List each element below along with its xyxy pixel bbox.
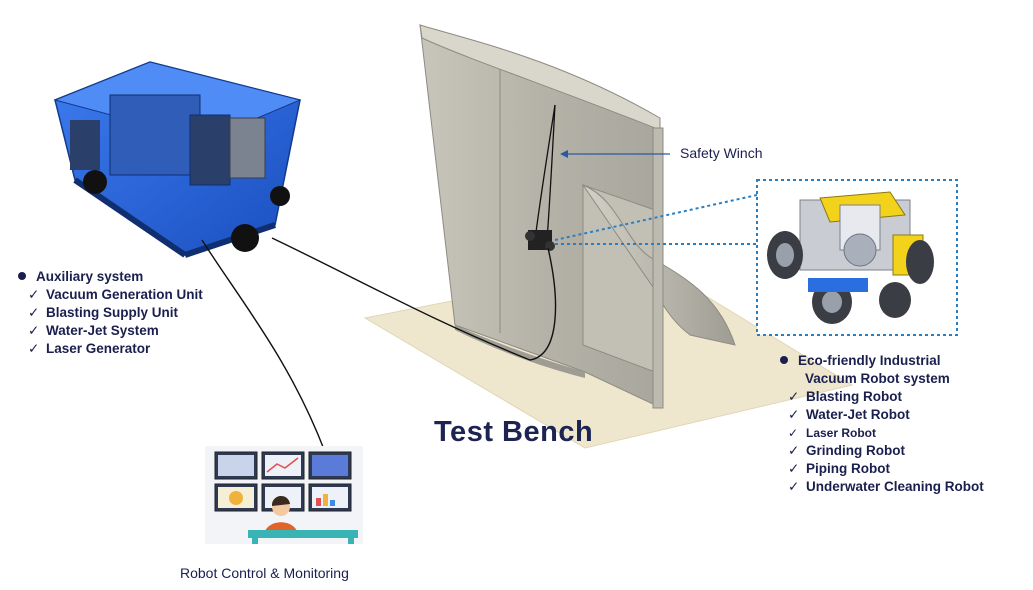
check-icon: ✓	[788, 461, 800, 476]
auxiliary-heading: Auxiliary system	[18, 268, 203, 286]
check-icon: ✓	[28, 323, 40, 338]
wall-robot	[525, 230, 555, 251]
check-icon: ✓	[28, 287, 40, 302]
list-item: ✓Underwater Cleaning Robot	[788, 479, 984, 494]
list-item: ✓Piping Robot	[788, 461, 890, 476]
list-item: ✓Water-Jet Robot	[788, 407, 910, 422]
callout-line-top	[554, 194, 758, 241]
vacuum-robot-image	[767, 191, 934, 324]
auxiliary-system-list: Auxiliary system ✓Vacuum Generation Unit…	[18, 268, 203, 358]
list-item: ✓Blasting Supply Unit	[28, 305, 179, 320]
check-icon: ✓	[788, 479, 800, 494]
cable-machine-to-bench	[271, 237, 557, 361]
auxiliary-system-machine	[53, 61, 302, 258]
check-icon: ✓	[788, 443, 800, 458]
cable-machine-to-control	[201, 239, 326, 453]
check-icon: ✓	[28, 341, 40, 356]
control-station-image	[205, 446, 363, 544]
bullet-icon	[780, 356, 788, 365]
robot-system-list: Eco-friendly Industrial Vacuum Robot sys…	[780, 352, 984, 496]
check-icon: ✓	[28, 305, 40, 320]
list-item: ✓Laser Robot	[788, 426, 877, 440]
robot-control-caption: Robot Control & Monitoring	[180, 565, 349, 581]
bullet-icon	[18, 272, 26, 281]
check-icon: ✓	[788, 389, 800, 404]
safety-winch-cable	[534, 104, 556, 241]
robot-heading-line2: Vacuum Robot system	[805, 371, 950, 386]
test-bench-title: Test Bench	[434, 416, 594, 448]
check-icon: ✓	[788, 426, 799, 440]
list-item: ✓Water-Jet System	[28, 323, 159, 338]
list-item: ✓Vacuum Generation Unit	[28, 287, 203, 302]
safety-winch-label: Safety Winch	[680, 145, 763, 161]
robot-heading: Eco-friendly Industrial	[780, 352, 984, 370]
list-item: ✓Laser Generator	[28, 341, 151, 356]
check-icon: ✓	[788, 407, 800, 422]
list-item: ✓Blasting Robot	[788, 389, 902, 404]
list-item: ✓Grinding Robot	[788, 443, 905, 458]
test-bench-wall	[419, 24, 736, 409]
operator-icon	[264, 495, 298, 535]
